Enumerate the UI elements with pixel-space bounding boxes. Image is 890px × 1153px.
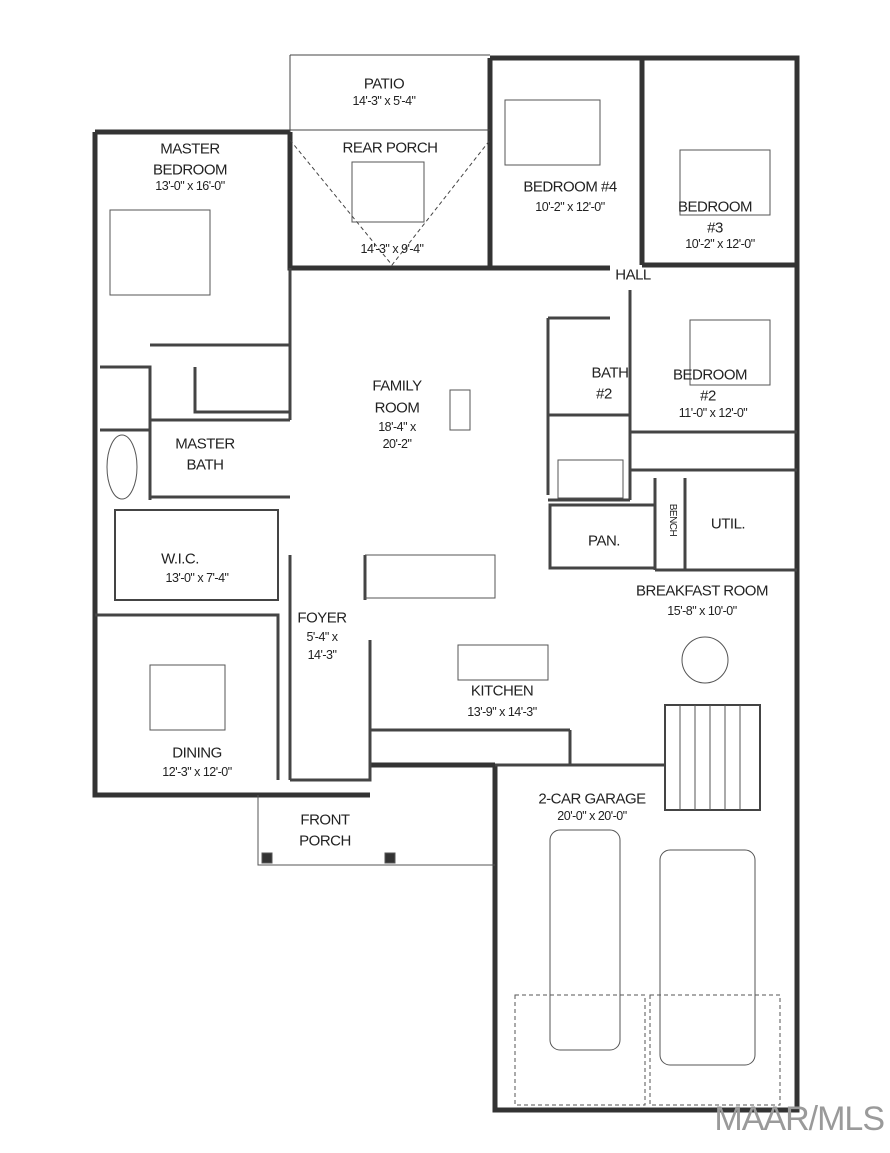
- master-bedroom-size: 13'-0" x 16'-0": [155, 178, 225, 193]
- patio-label: PATIO: [363, 75, 405, 93]
- wic-label: W.I.C.: [161, 550, 199, 568]
- hall-label: HALL: [615, 266, 651, 284]
- patio-size: 14'-3" x 5'-4": [352, 93, 416, 108]
- master-bath-label-1: MASTER: [175, 435, 235, 453]
- breakfast-room-label: BREAKFAST ROOM: [636, 582, 768, 600]
- bath2-label-1: BATH: [591, 364, 629, 382]
- pantry-label: PAN.: [588, 532, 620, 550]
- bedroom4-label: BEDROOM #4: [523, 178, 617, 196]
- kitchen-size: 13'-9" x 14'-3": [467, 704, 537, 719]
- bedroom3-label-1: BEDROOM: [677, 198, 753, 216]
- watermark: MAAR/MLS: [714, 1100, 885, 1138]
- master-bedroom-label-1: MASTER: [160, 140, 220, 158]
- bedroom3-label-2: #3: [707, 219, 723, 237]
- dining-label: DINING: [172, 744, 222, 762]
- family-room-size-2: 20'-2": [382, 436, 412, 451]
- front-porch-label-1: FRONT: [300, 811, 350, 829]
- garage-label: 2-CAR GARAGE: [538, 790, 646, 808]
- utility-label: UTIL.: [710, 515, 746, 533]
- bedroom3-size: 10'-2" x 12'-0": [685, 236, 755, 251]
- wic-size: 13'-0" x 7'-4": [165, 570, 229, 585]
- garage-size: 20'-0" x 20'-0": [557, 808, 627, 823]
- family-room-size-1: 18'-4" x: [378, 419, 416, 434]
- bedroom4-size: 10'-2" x 12'-0": [535, 199, 605, 214]
- dining-size: 12'-3" x 12'-0": [162, 764, 232, 779]
- foyer-size-2: 14'-3": [307, 647, 337, 662]
- bedroom2-label-2: #2: [700, 387, 716, 405]
- bench-label: BENCH: [667, 503, 678, 537]
- master-bedroom-label-2: BEDROOM: [152, 161, 228, 179]
- rear-porch-size: 14'-3" x 9'-4": [360, 241, 424, 256]
- foyer-size-1: 5'-4" x: [306, 629, 338, 644]
- rear-porch-label: REAR PORCH: [342, 139, 438, 157]
- bedroom2-label-1: BEDROOM: [672, 366, 748, 384]
- front-porch-label-2: PORCH: [299, 832, 351, 850]
- kitchen-label: KITCHEN: [470, 682, 534, 700]
- bedroom2-size: 11'-0" x 12'-0": [678, 405, 748, 420]
- master-bath-label-2: BATH: [186, 456, 224, 474]
- family-room-label-2: ROOM: [374, 399, 420, 417]
- breakfast-room-size: 15'-8" x 10'-0": [667, 603, 737, 618]
- family-room-label-1: FAMILY: [372, 377, 422, 395]
- foyer-label: FOYER: [297, 609, 347, 627]
- bath2-label-2: #2: [596, 385, 612, 403]
